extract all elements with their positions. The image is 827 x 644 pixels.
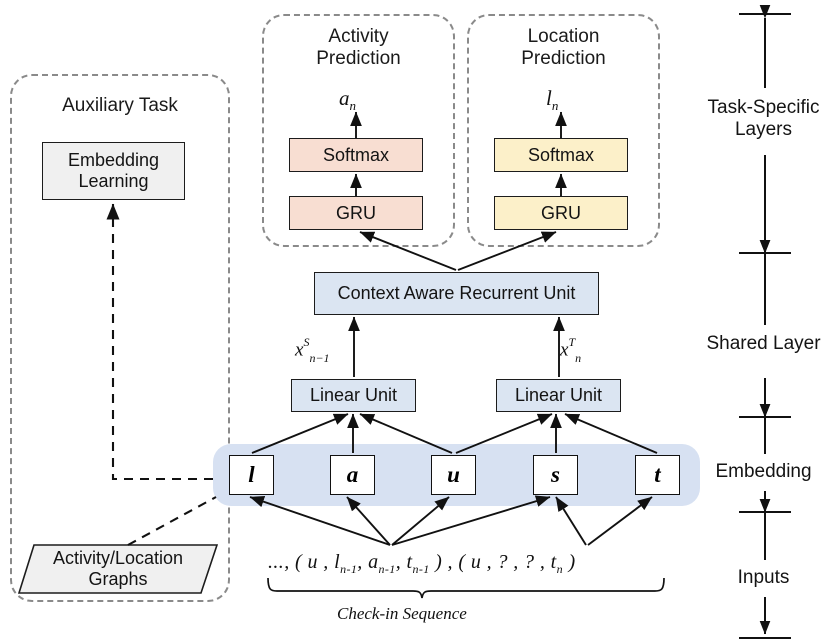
location-output-label: ln <box>546 86 558 114</box>
location-gru-box[interactable]: GRU <box>494 196 628 230</box>
left-signal-sup: S <box>303 335 310 349</box>
check-in-sequence-text: ..., ( u , ln-1, an-1, tn-1 ) , ( u , ? … <box>268 551 576 577</box>
group-title-location-line1: Location <box>527 26 600 47</box>
group-location-prediction <box>467 14 660 247</box>
embedding-learning-line1: Embedding <box>67 150 160 171</box>
group-title-activity-line2: Prediction <box>316 48 401 70</box>
axis-label-task-specific-layers: Task-Specific Layers <box>700 97 827 142</box>
activity-output-label: an <box>339 86 356 114</box>
group-activity-prediction <box>262 14 455 247</box>
check-in-sequence-brace <box>267 577 665 599</box>
embedding-learning-box[interactable]: Embedding Learning <box>42 142 185 200</box>
axis-label-embedding-line1: Embedding <box>715 461 812 482</box>
right-signal-base: x <box>560 339 569 361</box>
right-signal-sup: T <box>568 335 576 349</box>
activity-output-base: a <box>339 86 350 110</box>
group-title-location: Location Prediction <box>467 26 660 71</box>
seq-part-13: ) <box>568 551 576 573</box>
context-aware-recurrent-unit-box[interactable]: Context Aware Recurrent Unit <box>314 272 599 315</box>
embedding-token-t[interactable]: t <box>635 455 680 495</box>
axis-label-inputs: Inputs <box>700 567 827 589</box>
linear-unit-left-box[interactable]: Linear Unit <box>291 379 416 412</box>
right-signal-sub: n <box>575 351 582 366</box>
seq-part-11: ? , <box>524 551 546 573</box>
seq-part-12-sub: n <box>556 562 564 576</box>
embedding-token-s[interactable]: s <box>533 455 578 495</box>
seq-part-6: , <box>395 551 402 573</box>
seq-part-2: ( u , <box>295 551 329 573</box>
seq-part-4: , <box>357 551 363 573</box>
seq-part-3-sub: n-1 <box>340 562 358 576</box>
location-output-sub: n <box>551 98 559 114</box>
seq-part-7-sub: n-1 <box>412 562 430 576</box>
location-output-base: l <box>546 86 552 110</box>
check-in-sequence-caption: Check-in Sequence <box>337 604 467 623</box>
axis-label-shared-layer: Shared Layer <box>700 333 827 355</box>
group-title-activity-line1: Activity <box>328 26 389 47</box>
seq-part-12: t <box>550 551 557 573</box>
linear-unit-right-box[interactable]: Linear Unit <box>496 379 621 412</box>
location-softmax-box[interactable]: Softmax <box>494 138 628 172</box>
embedding-token-a[interactable]: a <box>330 455 375 495</box>
seq-part-7: t <box>406 551 413 573</box>
axis-label-embedding: Embedding <box>700 461 827 483</box>
seq-part-5: a <box>368 551 379 573</box>
seq-part-9: ( u , <box>458 551 493 573</box>
seq-part-5-sub: n-1 <box>378 562 396 576</box>
embedding-learning-line2: Learning <box>78 171 149 191</box>
group-title-auxiliary-line1: Auxiliary Task <box>62 95 178 116</box>
group-auxiliary-task <box>10 74 230 602</box>
group-title-activity: Activity Prediction <box>262 26 455 71</box>
activity-location-graphs-shape[interactable]: Activity/Location Graphs <box>18 544 218 594</box>
seq-part-1: ..., <box>268 551 290 573</box>
graphs-line1: Activity/Location <box>52 548 184 569</box>
axis-label-shared-layer-line1: Shared Layer <box>706 333 821 354</box>
left-signal-sub: n−1 <box>309 351 330 366</box>
activity-gru-box[interactable]: GRU <box>289 196 423 230</box>
seq-part-8: ) , <box>435 551 453 573</box>
group-title-auxiliary: Auxiliary Task <box>10 95 230 117</box>
embedding-token-l[interactable]: l <box>229 455 274 495</box>
group-title-location-line2: Prediction <box>521 48 606 70</box>
axis-label-task-specific-line1: Task-Specific <box>707 97 820 118</box>
graphs-line2: Graphs <box>88 569 148 589</box>
seq-part-10: ? , <box>497 551 519 573</box>
activity-location-graphs-text: Activity/Location Graphs <box>18 544 218 594</box>
axis-label-task-specific-line2: Layers <box>734 119 793 141</box>
left-signal-base: x <box>295 339 304 361</box>
embedding-token-u[interactable]: u <box>431 455 476 495</box>
left-signal-label: xSn−1 <box>295 335 330 366</box>
right-signal-label: xTn <box>560 335 582 366</box>
axis-label-inputs-line1: Inputs <box>737 567 790 588</box>
activity-output-sub: n <box>349 98 357 114</box>
seq-part-3: l <box>334 551 341 573</box>
activity-softmax-box[interactable]: Softmax <box>289 138 423 172</box>
